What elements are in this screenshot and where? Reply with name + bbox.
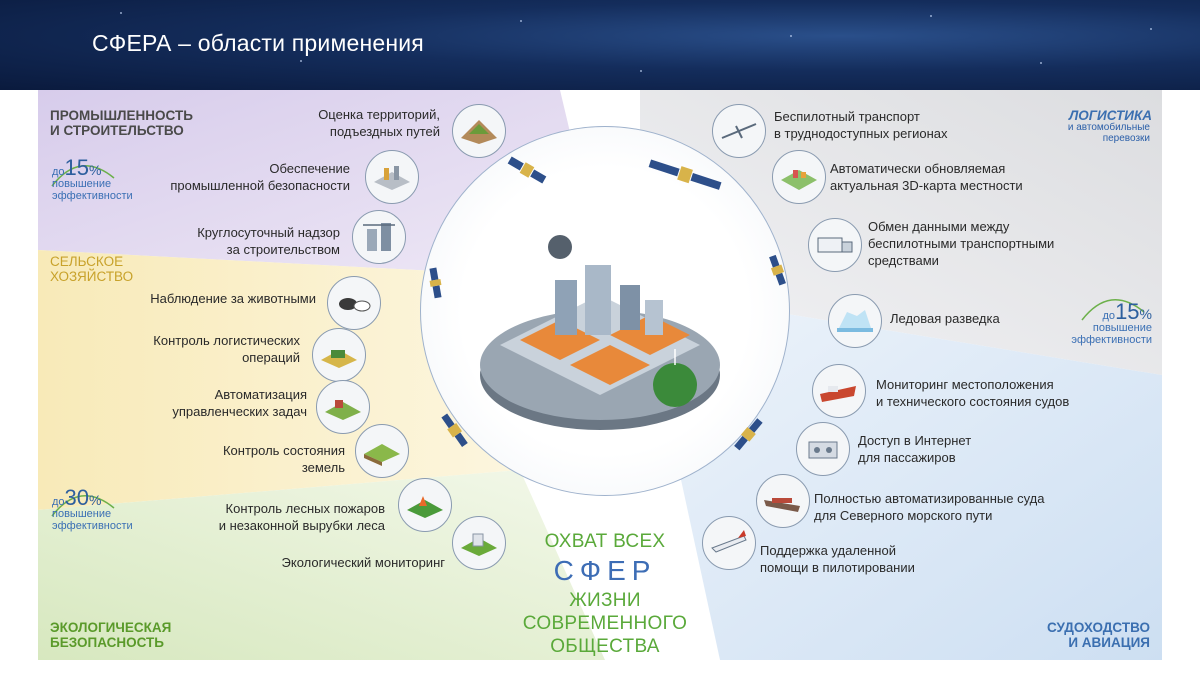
sector-title-logistics: ЛОГИСТИКА [1068,108,1152,123]
efficiency-arc-bottom-left [51,495,115,517]
drone-icon [712,104,766,158]
iceberg-icon [828,294,882,348]
sector-title-shipping: СУДОХОДСТВО И АВИАЦИЯ [1046,620,1150,650]
satellite-icon [734,418,763,451]
efficiency-badge-bottom-left: до30% повышение эффективности [52,485,133,533]
header-banner: СФЕРА – области применения [0,0,1200,90]
harvester-icon [312,328,366,382]
sector-title-ecology: ЭКОЛОГИЧЕСКАЯ БЕЗОПАСНОСТЬ [50,620,172,650]
slogan: ОХВАТ ВСЕХ СФЕР ЖИЗНИ СОВРЕМЕННОГО ОБЩЕС… [500,530,710,658]
left-item-label: Наблюдение за животными [150,291,316,306]
satellite-icon [648,159,722,190]
farm-icon [316,380,370,434]
efficiency-badge-top-left: до15% повышение эффективности [52,155,133,203]
satellite-icon [507,156,547,184]
page-title: СФЕРА – области применения [92,30,424,56]
eco-plant-icon [452,516,506,570]
efficiency-arc-top-left [51,165,115,187]
forest-fire-icon [398,478,452,532]
efficiency-badge-right: до15% повышение эффективности [1071,299,1152,347]
efficiency-arc-right [1081,299,1145,321]
sector-subtitle-logistics: и автомобильные перевозки [1067,122,1150,144]
construction-icon [352,210,406,264]
smart-city-illustration [480,235,720,430]
right-item-label: Ледовая разведка [890,311,1000,326]
satellite-icon [441,413,468,448]
left-item-label: Оценка территорий,подъездных путей [318,107,440,139]
map-3d-icon [772,150,826,204]
passenger-icon [796,422,850,476]
truck-icon [808,218,862,272]
airplane-icon [702,516,756,570]
livestock-icon [327,276,381,330]
cargo-ship-icon [756,474,810,528]
left-item-label: Экологический мониторинг [281,555,445,570]
satellite-icon [769,254,786,286]
factory-icon [365,150,419,204]
satellite-icon [429,267,442,299]
terrain-icon [452,104,506,158]
land-icon [355,424,409,478]
sector-title-agriculture: СЕЛЬСКОЕ ХОЗЯЙСТВО [50,254,134,284]
ship-icon [812,364,866,418]
sector-title-industry: ПРОМЫШЛЕННОСТЬ И СТРОИТЕЛЬСТВО [50,108,193,138]
slogan-brand: СФЕР [553,555,657,586]
